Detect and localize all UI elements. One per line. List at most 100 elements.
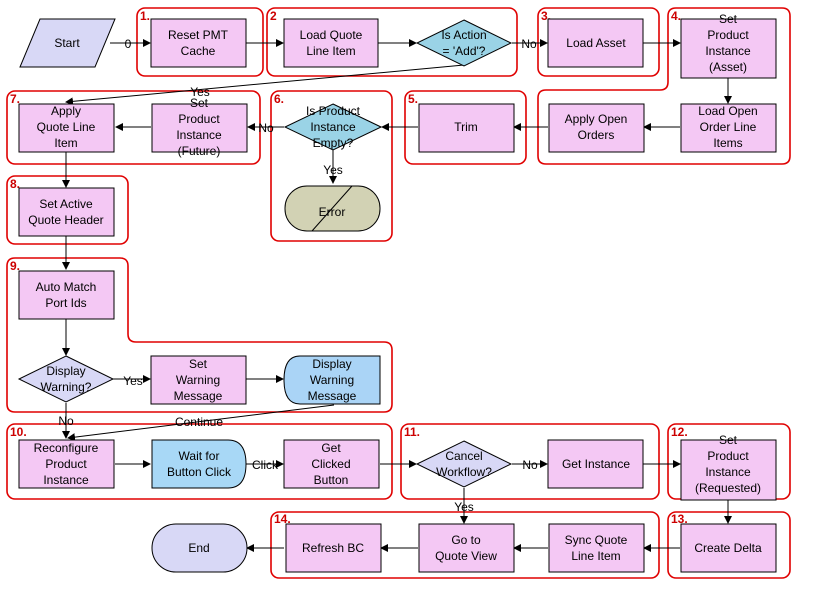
- group-number: 3.: [541, 9, 551, 23]
- group-number: 5.: [408, 92, 418, 106]
- edge-label-start: 0: [125, 37, 132, 51]
- node-label: Load Asset: [566, 36, 626, 50]
- group-number: 14.: [274, 512, 291, 526]
- group-14: [270, 511, 660, 579]
- group-number: 10.: [10, 425, 27, 439]
- connectors: [62, 39, 732, 552]
- edge-label-click: Click: [252, 458, 279, 472]
- node-label: Apply: [51, 104, 81, 118]
- step-create-delta[interactable]: Create Delta: [680, 523, 777, 573]
- node-label: Display: [312, 357, 351, 371]
- node-label: Instance: [176, 128, 222, 142]
- group-1: [136, 7, 264, 77]
- node-label: Items: [713, 136, 742, 150]
- start-node[interactable]: Start: [19, 18, 116, 68]
- decision-shape: [415, 440, 513, 488]
- node-label: Sync Quote: [565, 533, 628, 547]
- group-boundaries: [6, 7, 791, 579]
- edge-label-action-yes: Yes: [190, 85, 210, 99]
- edge-continue: [67, 404, 335, 442]
- node-label: Cancel: [445, 449, 482, 463]
- end-shape: [151, 523, 248, 573]
- node-label: Product: [707, 449, 749, 463]
- node-label: Item: [54, 136, 77, 150]
- node-label: Set: [719, 12, 738, 26]
- group-number: 12.: [671, 425, 688, 439]
- step-box: [418, 103, 515, 153]
- decision-shape: [283, 103, 383, 151]
- step-trim[interactable]: Trim: [418, 103, 515, 153]
- edge-label-cancel-yes: Yes: [454, 500, 474, 514]
- node-label: Set: [190, 96, 209, 110]
- node-label: (Asset): [709, 60, 747, 74]
- step-box: [547, 18, 644, 68]
- group-3: [537, 7, 660, 77]
- group-number: 8.: [10, 177, 20, 191]
- node-label: Empty?: [313, 136, 354, 150]
- group-number: 11.: [404, 425, 420, 439]
- node-label: Product: [45, 457, 87, 471]
- error-slash: [311, 185, 353, 232]
- node-label: Quote Header: [28, 213, 103, 227]
- edge-labels: 0 No Yes No Yes Yes No Continue Click No…: [58, 37, 538, 514]
- end-node[interactable]: End: [151, 523, 248, 573]
- node-label: Message: [174, 389, 223, 403]
- step-box: [418, 523, 515, 573]
- edge-label-empty-no: No: [258, 121, 274, 135]
- node-label: Reconfigure: [34, 441, 99, 455]
- node-label: (Requested): [695, 481, 761, 495]
- decision-shape: [17, 355, 115, 403]
- node-label: Warning: [176, 373, 220, 387]
- step-box: [680, 523, 777, 573]
- node-label: Trim: [454, 120, 478, 134]
- node-label: Set Active: [39, 197, 93, 211]
- group-9: [6, 257, 393, 413]
- step-box: [547, 439, 644, 489]
- group-11: [400, 423, 660, 500]
- step-box: [548, 523, 645, 573]
- edge-label-cancel-no: No: [522, 458, 538, 472]
- node-label: Product: [178, 112, 220, 126]
- step-get-instance[interactable]: Get Instance: [547, 439, 644, 489]
- step-load-asset[interactable]: Load Asset: [547, 18, 644, 68]
- step-refresh-bc[interactable]: Refresh BC: [285, 523, 382, 573]
- edge-label-action-no: No: [521, 37, 537, 51]
- node-label: = 'Add'?: [443, 44, 486, 58]
- node-label: Line Item: [571, 549, 620, 563]
- terminal-error[interactable]: Error: [284, 185, 381, 232]
- node-label: Cache: [181, 44, 216, 58]
- node-label: Line Item: [306, 44, 355, 58]
- node-label: Get: [321, 441, 341, 455]
- group-4: [537, 7, 791, 165]
- step-box: [150, 355, 247, 405]
- node-label: Button Click: [167, 465, 232, 479]
- node-label: Load Open: [698, 104, 757, 118]
- step-box: [18, 439, 115, 489]
- node-label: Get Instance: [562, 457, 630, 471]
- step-box: [18, 187, 115, 237]
- node-label: Instance: [705, 44, 751, 58]
- node-label: Start: [54, 36, 80, 50]
- decision-is-action-add[interactable]: Is Action= 'Add'?: [415, 19, 513, 67]
